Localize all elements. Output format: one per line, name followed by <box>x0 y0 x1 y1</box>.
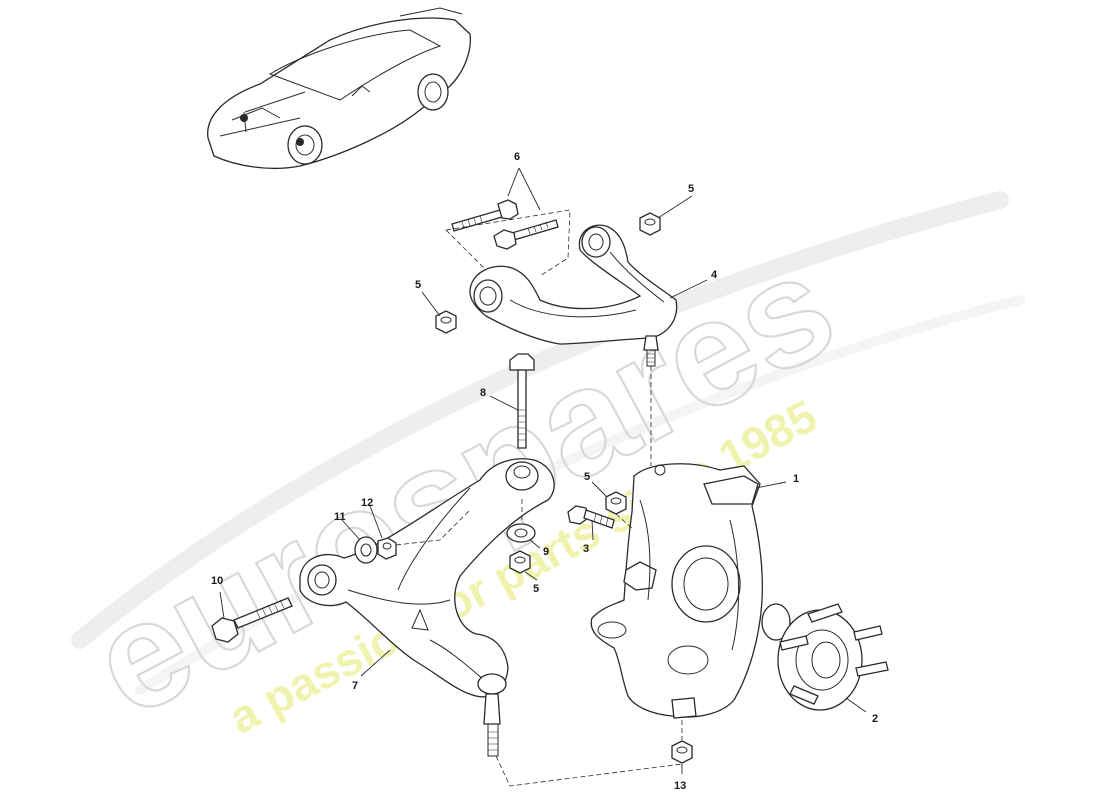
callout-6: 6 <box>514 151 520 163</box>
nut-5-upper-left <box>435 310 457 334</box>
steering-knuckle <box>590 463 764 719</box>
bushing-11 <box>354 536 378 564</box>
bolt-8 <box>509 353 535 449</box>
callout-8: 8 <box>480 387 486 399</box>
sleeve-12 <box>377 537 397 560</box>
assembly-lines <box>395 209 683 787</box>
callout-1: 1 <box>793 473 799 485</box>
bolt-3 <box>567 505 615 529</box>
callout-3: 3 <box>583 543 589 555</box>
nut-5-lower <box>509 550 531 574</box>
callout-5-top: 5 <box>688 183 694 195</box>
bolt-6-upper <box>451 199 519 232</box>
callout-4: 4 <box>711 269 718 281</box>
callout-labels: 1 2 3 4 5 5 5 5 6 7 8 9 10 11 12 13 <box>211 151 878 792</box>
callout-5-lower: 5 <box>533 583 539 595</box>
nut-13 <box>671 740 693 764</box>
callout-9: 9 <box>543 546 549 558</box>
callout-5-knuckle: 5 <box>584 471 590 483</box>
callout-13: 13 <box>674 780 686 792</box>
lower-control-arm <box>299 458 555 757</box>
wheel-hub <box>761 603 889 711</box>
bolt-6-lower <box>493 219 559 250</box>
leader-lines <box>219 167 867 774</box>
car-thumbnail-icon <box>207 7 472 170</box>
nut-5-upper-right <box>639 212 661 236</box>
washer-9 <box>506 523 536 543</box>
callout-10: 10 <box>211 575 223 587</box>
callout-12: 12 <box>361 497 373 509</box>
callout-11: 11 <box>334 511 346 523</box>
callout-2: 2 <box>872 713 878 725</box>
nut-5-knuckle <box>605 491 627 515</box>
callout-7: 7 <box>352 680 358 692</box>
bolt-10 <box>211 597 293 643</box>
upper-control-arm <box>469 224 678 367</box>
callout-5-left: 5 <box>415 279 421 291</box>
